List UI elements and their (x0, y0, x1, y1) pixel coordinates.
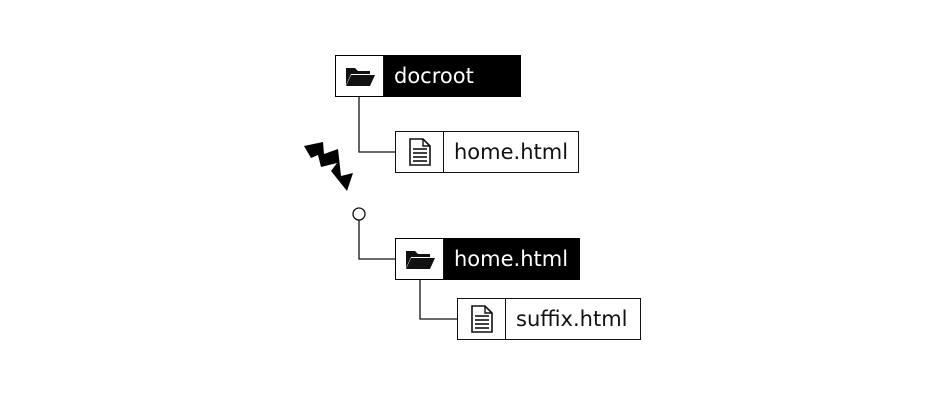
tree-connector-home-folder-suffix (419, 280, 457, 320)
folder-node-home[interactable]: home.html (395, 238, 580, 280)
open-circle-joint (352, 207, 366, 221)
folder-icon (336, 56, 384, 96)
node-label: home.html (444, 239, 579, 279)
tree-connector-docroot-home (358, 96, 395, 153)
lightning-bolt-icon (304, 142, 353, 191)
document-icon (458, 299, 506, 339)
node-label: suffix.html (516, 307, 628, 331)
file-node-suffix[interactable]: suffix.html (457, 298, 641, 340)
tree-connector-joint-home-folder (358, 220, 395, 260)
document-icon (396, 132, 444, 172)
folder-icon (396, 239, 444, 279)
file-node-home[interactable]: home.html (395, 131, 579, 173)
node-label: docroot (384, 56, 520, 96)
node-label: home.html (454, 140, 569, 164)
folder-node-docroot[interactable]: docroot (335, 55, 521, 97)
